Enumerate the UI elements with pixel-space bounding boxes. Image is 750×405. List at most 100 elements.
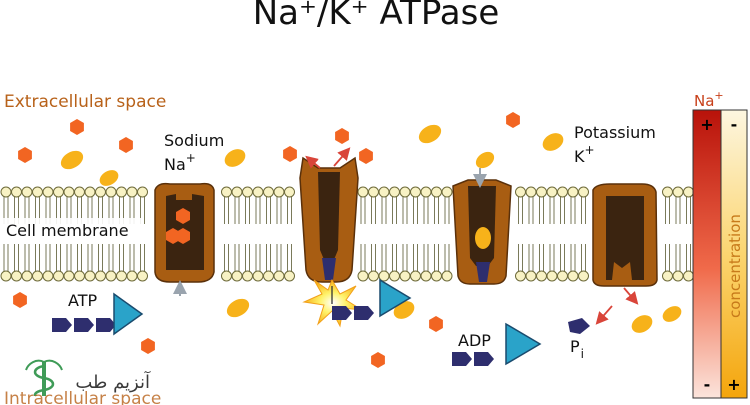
k-bottom-sign: +	[727, 375, 740, 394]
lipid-head	[252, 186, 264, 198]
lipid-head	[525, 186, 537, 198]
lipid-head	[273, 186, 285, 198]
lipid-head	[284, 270, 295, 282]
na-top-sign: +	[700, 115, 713, 134]
adp-molecule-burst	[332, 278, 412, 320]
lipid-head	[546, 270, 558, 282]
lipid-head	[672, 270, 684, 282]
lipid-head	[63, 270, 75, 282]
intracellular-label-clip	[0, 396, 130, 405]
sodium-ion	[13, 292, 27, 308]
sodium-ion	[371, 352, 385, 368]
lipid-head	[683, 270, 694, 282]
lipid-head	[578, 270, 589, 282]
lipid-head	[683, 186, 694, 198]
lipid-head	[389, 270, 400, 282]
membrane-label-backdrop	[2, 218, 142, 242]
lipid-head	[32, 186, 43, 198]
sodium-gradient-bar	[692, 109, 722, 399]
lipid-head	[221, 186, 232, 198]
sodium-ion	[429, 316, 443, 332]
lipid-head	[231, 186, 243, 198]
lipid-head	[126, 186, 138, 198]
lipid-head	[368, 270, 379, 282]
lipid-head	[662, 186, 673, 198]
pi-label: Pi	[570, 337, 584, 361]
lipid-head	[441, 186, 453, 198]
lipid-head	[242, 186, 253, 198]
potassium-ion	[99, 170, 119, 186]
lipid-head	[273, 270, 285, 282]
potassium-label: Potassium	[574, 123, 656, 142]
lipid-head	[441, 270, 453, 282]
lipid-head	[42, 186, 54, 198]
sodium-ion	[70, 119, 84, 135]
lipid-head	[536, 270, 547, 282]
concentration-axis-label: concentration	[726, 214, 744, 318]
potassium-gradient-bar	[720, 109, 748, 399]
extracellular-ions	[18, 112, 564, 186]
k-top-sign: -	[731, 115, 738, 134]
sodium-ion	[506, 112, 520, 128]
adp-label: ADP	[458, 331, 491, 350]
lipid-head	[242, 270, 253, 282]
lipid-head	[105, 186, 117, 198]
lipid-head	[63, 186, 75, 198]
lipid-head	[431, 186, 442, 198]
lipid-head	[662, 270, 673, 282]
phosphate-bound	[476, 262, 490, 282]
lipid-head	[105, 270, 117, 282]
na-bottom-sign: -	[704, 375, 711, 394]
lipid-head	[53, 186, 64, 198]
lipid-head	[567, 186, 579, 198]
lipid-head	[284, 186, 295, 198]
sodium-release-arrow	[305, 155, 321, 169]
na-bar-label: Na+	[694, 89, 724, 110]
lipid-head	[431, 270, 442, 282]
lipid-head	[53, 270, 64, 282]
sodium-ion	[283, 146, 297, 162]
sodium-ion	[176, 208, 190, 224]
sodium-ion	[359, 148, 373, 164]
sodium-ion	[18, 147, 32, 163]
lipid-head	[0, 186, 12, 198]
atp-molecule	[52, 292, 144, 336]
lipid-head	[263, 186, 274, 198]
extracellular-label: Extracellular space	[4, 92, 166, 112]
lipid-head	[84, 270, 96, 282]
cell-membrane	[0, 186, 694, 282]
lipid-head	[410, 270, 421, 282]
lipid-head	[11, 270, 22, 282]
lipid-head	[21, 270, 33, 282]
watermark-text: آنزیم طب	[75, 370, 151, 393]
potassium-ion	[60, 150, 84, 170]
lipid-head	[42, 270, 54, 282]
lipid-head	[231, 270, 243, 282]
lipid-head	[84, 186, 96, 198]
potassium-ion	[475, 227, 491, 249]
potassium-release-arrow	[623, 287, 639, 305]
sodium-ion	[176, 228, 190, 244]
sodium-release-arrow	[333, 147, 351, 167]
lipid-head	[578, 186, 589, 198]
watermark-logo: آنزیم طب	[25, 359, 151, 402]
lipid-head	[357, 270, 369, 282]
sodium-label: Sodium	[164, 131, 224, 150]
adp-molecule	[452, 322, 542, 366]
phosphate-bound	[322, 258, 336, 280]
atp-label: ATP	[68, 291, 97, 310]
potassium-ion	[226, 298, 250, 318]
lipid-head	[95, 186, 106, 198]
lipid-head	[21, 186, 33, 198]
lipid-head	[536, 186, 547, 198]
lipid-head	[557, 270, 568, 282]
lipid-head	[399, 186, 411, 198]
potassium-ion	[475, 151, 495, 169]
phosphate-free	[568, 318, 590, 334]
lipid-head	[357, 186, 369, 198]
lipid-head	[410, 186, 421, 198]
potassium-ion	[542, 133, 564, 151]
lipid-head	[368, 186, 379, 198]
lipid-head	[567, 270, 579, 282]
lipid-head	[252, 270, 264, 282]
